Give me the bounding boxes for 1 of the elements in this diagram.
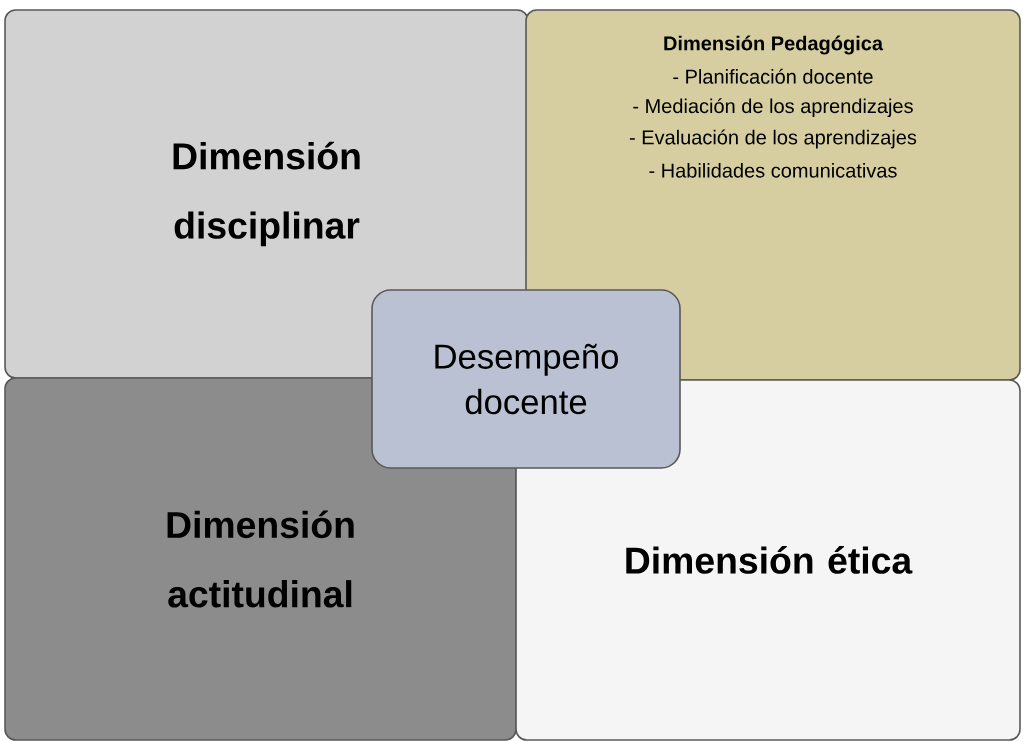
center-box: Desempeño docente: [371, 289, 681, 469]
